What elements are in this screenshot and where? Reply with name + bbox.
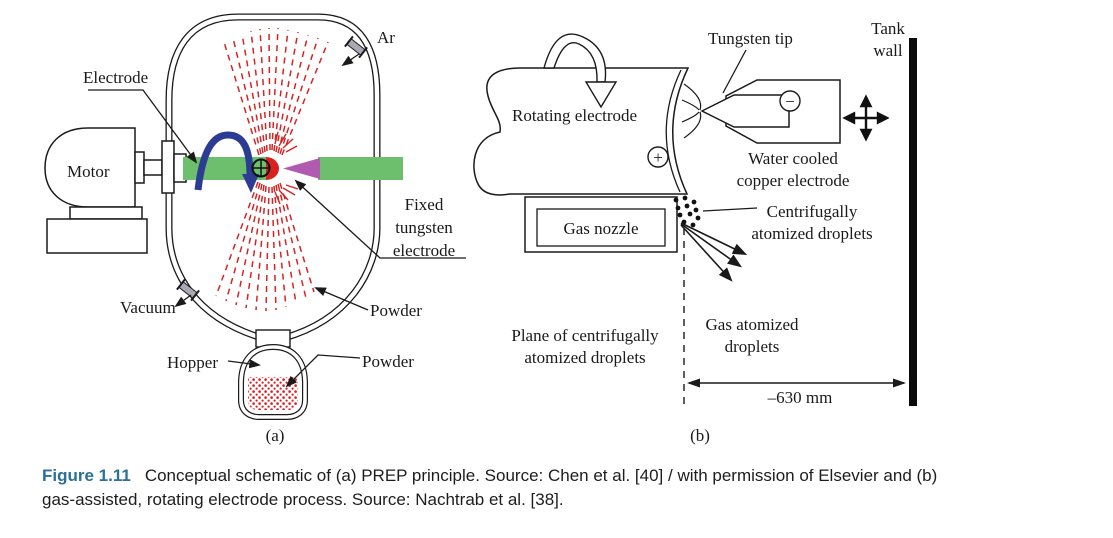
label-tank-1: Tank	[871, 19, 905, 38]
shaft-flange	[161, 140, 175, 194]
rotation-arrowhead-b	[584, 81, 618, 109]
label-fixed-3: electrode	[393, 241, 455, 260]
label-fixed-1: Fixed	[405, 195, 444, 214]
rotation-arrow-a	[194, 131, 254, 191]
tungsten-tip-a	[283, 158, 320, 179]
figure-caption-line2: gas-assisted, rotating electrode process…	[42, 490, 564, 509]
anode-polarity-icon	[251, 158, 271, 178]
argon-valve-icon	[344, 35, 368, 59]
label-distance: –630 mm	[767, 388, 833, 407]
label-water-cooled-2: copper electrode	[737, 171, 850, 190]
leader-lines-b	[702, 49, 758, 212]
move-cross-icon	[842, 94, 890, 142]
label-centrifugal-1: Centrifugally	[767, 202, 858, 221]
label-hopper: Hopper	[167, 353, 218, 372]
hopper-leader	[227, 359, 261, 369]
arc-melt-curves	[681, 83, 702, 139]
rotating-electrode-cylinder	[473, 67, 690, 196]
label-gas-atomized-2: droplets	[725, 337, 780, 356]
label-gas-atomized-1: Gas atomized	[706, 315, 799, 334]
panel-b-tag: (b)	[690, 426, 710, 445]
tungsten-tip-b	[700, 94, 790, 128]
label-tank-2: wall	[873, 41, 903, 60]
label-powder-hopper: Powder	[362, 352, 414, 371]
figure-caption-label: Figure 1.11	[42, 466, 131, 485]
label-gas-nozzle: Gas nozzle	[563, 219, 638, 238]
gas-spray-arrows	[680, 222, 748, 282]
fixed-electrode-leader	[294, 179, 466, 259]
rotation-arrow-b	[543, 33, 618, 109]
gas-nozzle-inner	[536, 208, 666, 247]
argon-inlet-arrow	[341, 53, 360, 67]
figure-caption-line1: Conceptual schematic of (a) PREP princip…	[144, 466, 938, 485]
spray-dashes-icon	[215, 27, 329, 312]
panel-a-tag: (a)	[266, 426, 285, 445]
label-vacuum: Vacuum	[120, 298, 176, 317]
label-plane-1: Plane of centrifugally	[511, 326, 659, 345]
label-electrode: Electrode	[83, 68, 148, 87]
vacuum-outlet-arrow	[174, 294, 192, 308]
label-tungsten-tip: Tungsten tip	[708, 29, 793, 48]
label-plane-2: atomized droplets	[524, 348, 645, 367]
label-fixed-2: tungsten	[395, 218, 453, 237]
hopper-vessel	[238, 343, 308, 420]
powder-hopper-leader	[285, 354, 361, 388]
centrifugal-leader	[702, 207, 758, 212]
motor-body	[44, 127, 136, 208]
distance-arrow	[687, 378, 906, 388]
cylinder-end-face	[665, 69, 682, 193]
vacuum-valve-icon	[176, 278, 200, 302]
powder-fill	[248, 377, 298, 410]
motor-mount	[69, 206, 143, 220]
cathode-circle	[779, 90, 801, 112]
fixed-electrode-bar	[318, 157, 403, 180]
shaft-collar	[134, 151, 145, 184]
tank-wall-bar	[909, 38, 917, 406]
motor-assembly	[44, 127, 187, 254]
label-centrifugal-2: atomized droplets	[751, 224, 872, 243]
panel-a: Electrode Motor Ar Vacuum Powder Hopper …	[44, 13, 466, 445]
electrode-leader	[88, 89, 198, 164]
label-rotating-electrode: Rotating electrode	[512, 106, 637, 125]
cathode-minus: −	[785, 92, 795, 111]
label-motor: Motor	[67, 162, 110, 181]
anode-plus: +	[653, 148, 663, 167]
motor-base	[46, 218, 148, 254]
spark-dashes-icon	[274, 131, 299, 205]
melt-tip	[266, 157, 279, 180]
powder-spray-leader	[314, 287, 369, 311]
shaft	[143, 159, 163, 176]
tungsten-tip-leader	[722, 49, 747, 94]
label-ar: Ar	[377, 28, 395, 47]
rotation-arrowhead-a	[242, 174, 259, 193]
leader-lines-a	[88, 89, 466, 388]
label-water-cooled-1: Water cooled	[748, 149, 838, 168]
chamber-wall	[165, 13, 381, 342]
schematic-canvas: Electrode Motor Ar Vacuum Powder Hopper …	[44, 13, 917, 445]
anode-circle	[647, 146, 669, 168]
figure-caption: Figure 1.11 Conceptual schematic of (a) P…	[42, 464, 1042, 512]
label-powder-spray: Powder	[370, 301, 422, 320]
panel-b: + − Gas nozzle	[473, 19, 917, 445]
